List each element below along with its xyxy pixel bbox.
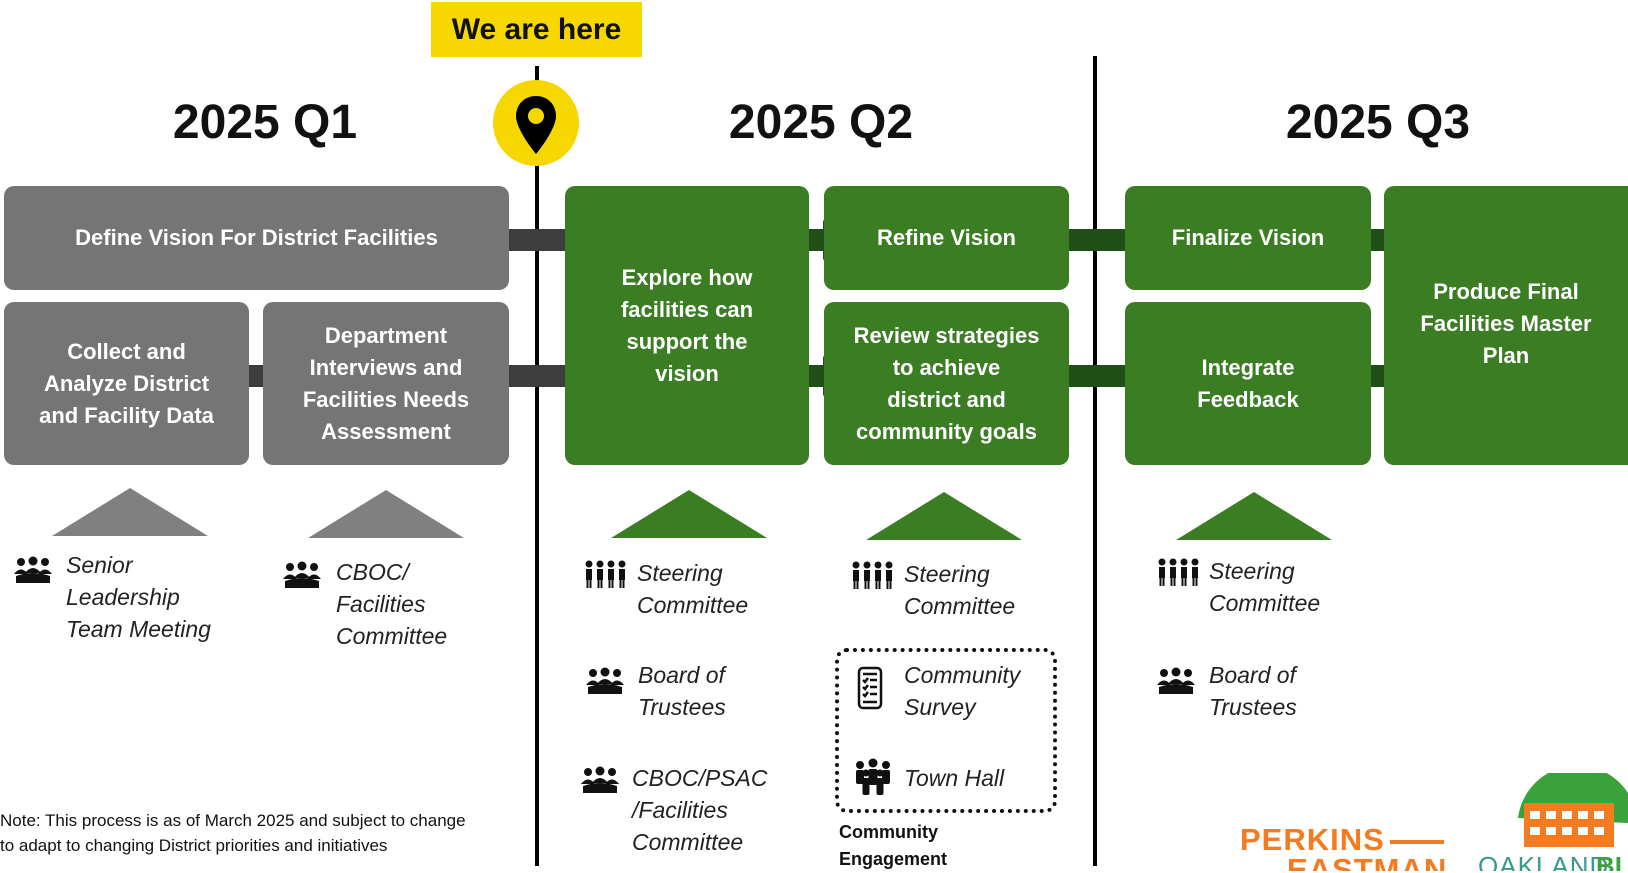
meeting-group-icon — [14, 556, 52, 589]
meeting-group-icon — [1157, 667, 1195, 700]
pointer-triangle-q1a — [52, 488, 208, 536]
meeting-group-icon — [586, 667, 624, 700]
box-integrate-feedback: Integrate Feedback — [1125, 302, 1371, 465]
pointer-triangle-q1b — [308, 490, 464, 538]
committee-icon — [1157, 558, 1199, 591]
box-review-strategies: Review strategies to achieve district an… — [824, 302, 1069, 465]
we-are-here-label: We are here — [451, 12, 622, 46]
box-define-vision: Define Vision For District Facilities — [4, 186, 509, 290]
survey-phone-icon — [857, 666, 883, 715]
we-are-here-line — [535, 66, 539, 866]
committee-icon — [851, 561, 893, 594]
school-building-icon — [1518, 773, 1628, 847]
committee-icon — [584, 560, 626, 593]
perkins-logo-rule — [1390, 840, 1444, 844]
quarter-heading-q1: 2025 Q1 — [172, 96, 358, 149]
town-hall-crowd-icon — [852, 758, 894, 801]
box-finalize-vision: Finalize Vision — [1125, 186, 1371, 290]
quarter-heading-q2: 2025 Q2 — [728, 96, 914, 149]
box-dept-interviews: Department Interviews and Facilities Nee… — [263, 302, 509, 465]
meeting-q2a-board: Board of Trustees — [638, 662, 726, 720]
community-engagement-box — [835, 648, 1057, 813]
box-explore: Explore how facilities can support the v… — [565, 186, 809, 465]
meeting-q2a-cboc-psac: CBOC/PSAC /Facilities Committee — [632, 765, 768, 855]
meeting-group-icon — [581, 766, 619, 799]
meeting-q3-steering: Steering Committee — [1209, 558, 1321, 616]
pointer-triangle-q2b — [866, 492, 1022, 540]
perkins-eastman-logo: PERKINS EASTMAN — [1240, 822, 1445, 871]
oakland-logo: OAKLAND BL — [1478, 773, 1628, 871]
oakland-logo-text: OAKLAND — [1478, 851, 1610, 871]
community-engagement-label: Community Engagement — [839, 822, 948, 869]
oakland-logo-suffix: BL — [1596, 851, 1628, 871]
meeting-cboc-facilities: CBOC/ Facilities Committee — [336, 559, 448, 649]
meeting-group-icon — [283, 561, 321, 594]
eastman-logo-text: EASTMAN — [1287, 852, 1445, 871]
pointer-triangle-q2a — [611, 490, 767, 538]
process-note: Note: This process is as of March 2025 a… — [0, 811, 466, 855]
pointer-triangle-q3 — [1176, 492, 1332, 540]
box-refine-vision: Refine Vision — [824, 186, 1069, 290]
box-produce-final: Produce Final Facilities Master Plan — [1384, 186, 1628, 465]
meeting-senior-leadership: Senior Leadership Team Meeting — [66, 552, 211, 642]
meeting-q2b-survey: Community Survey — [904, 662, 1021, 720]
meeting-q2b-townhall: Town Hall — [904, 765, 1005, 791]
location-pin-icon — [493, 80, 579, 166]
meeting-q2a-steering: Steering Committee — [637, 560, 749, 618]
meeting-q3-board: Board of Trustees — [1209, 662, 1297, 720]
meeting-q2b-steering: Steering Committee — [904, 561, 1016, 619]
quarter-divider — [1093, 56, 1097, 866]
quarter-heading-q3: 2025 Q3 — [1285, 96, 1471, 149]
we-are-here-banner: We are here — [431, 2, 642, 57]
perkins-logo-text: PERKINS — [1240, 822, 1385, 857]
box-collect-data: Collect and Analyze District and Facilit… — [4, 302, 249, 465]
